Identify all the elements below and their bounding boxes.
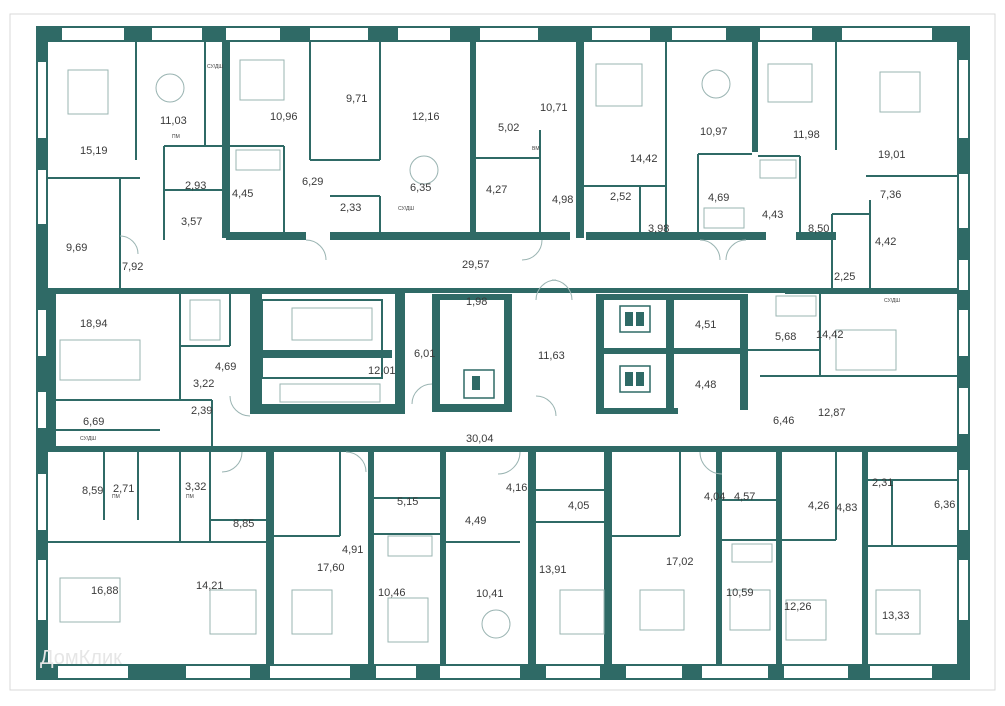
room-area-label: 14,42: [630, 153, 658, 165]
room-area-label: 5,02: [498, 122, 519, 134]
partitions: [48, 42, 957, 547]
elevator-cabins: [463, 305, 651, 399]
room-area-label: 4,51: [695, 319, 716, 331]
elevator-icon: [472, 312, 644, 390]
room-area-label: 4,57: [734, 491, 755, 503]
room-area-label: 19,01: [878, 149, 906, 161]
room-area-label: 9,71: [346, 93, 367, 105]
room-area-label: 9,69: [66, 242, 87, 254]
room-area-label: 8,85: [233, 518, 254, 530]
room-area-label: 6,36: [934, 499, 955, 511]
room-area-label: 10,59: [726, 587, 754, 599]
room-area-label: 10,71: [540, 102, 568, 114]
corridor-upper-area: 29,57: [462, 259, 490, 271]
room-area-label: 8,59: [82, 485, 103, 497]
corridor-lower-area: 30,04: [466, 433, 494, 445]
room-area-label: 4,42: [875, 236, 896, 248]
room-area-label: 13,91: [539, 564, 567, 576]
room-area-label: 5,68: [775, 331, 796, 343]
room-area-label: 6,01: [414, 348, 435, 360]
room-area-label: 4,69: [215, 361, 236, 373]
room-area-label: 15,19: [80, 145, 108, 157]
room-area-label: 4,48: [695, 379, 716, 391]
room-area-label: 2,52: [610, 191, 631, 203]
room-area-label: 2,33: [340, 202, 361, 214]
fixture-label-su: СУ/ДШ: [884, 298, 900, 304]
room-area-label: 11,63: [538, 350, 565, 362]
room-area-label: 4,04: [704, 491, 725, 503]
fixture-label-pm: ПМ: [112, 494, 120, 500]
fixture-label-su: СУ/ДШ: [80, 436, 96, 442]
stairwell: [261, 299, 392, 403]
room-area-label: 10,46: [378, 587, 406, 599]
room-area-label: 7,92: [122, 261, 143, 273]
room-area-label: 13,33: [882, 610, 910, 622]
room-area-label: 3,98: [648, 223, 669, 235]
room-area-label: 4,45: [232, 188, 253, 200]
room-area-label: 3,57: [181, 216, 202, 228]
interior-walls: [48, 42, 957, 664]
fixture-label-vm: ВМ: [532, 146, 540, 152]
room-area-label: 8,50: [808, 223, 829, 235]
room-area-label: 12,87: [818, 407, 846, 419]
room-area-label: 10,41: [476, 588, 504, 600]
room-area-label: 12,16: [412, 111, 440, 123]
room-area-label: 4,83: [836, 502, 857, 514]
room-area-label: 2,31: [872, 477, 893, 489]
room-area-label: 2,39: [191, 405, 212, 417]
room-area-label: 10,97: [700, 126, 728, 138]
fixture-label-su: СУ/ДШ: [398, 206, 414, 212]
room-area-label: 6,46: [773, 415, 794, 427]
fixture-label-pm: ПМ: [172, 134, 180, 140]
room-area-label: 3,32: [185, 481, 206, 493]
room-area-label: 2,93: [185, 180, 206, 192]
room-area-label: 14,42: [816, 329, 844, 341]
room-area-label: 4,27: [486, 184, 507, 196]
room-area-label: 10,96: [270, 111, 298, 123]
room-labels: 15,19 11,03 10,96 9,71 12,16 10,71 5,02 14,42 10…: [66, 93, 955, 622]
room-area-label: 5,15: [397, 496, 418, 508]
room-area-label: 4,16: [506, 482, 527, 494]
door-swings: [119, 235, 747, 475]
room-area-label: 18,94: [80, 318, 108, 330]
site-outline: [9, 13, 996, 691]
windows: [38, 28, 968, 678]
room-area-label: 4,49: [465, 515, 486, 527]
room-area-label: 6,29: [302, 176, 323, 188]
room-area-label: 14,21: [196, 580, 224, 592]
room-area-label: 4,69: [708, 192, 729, 204]
room-area-label: 11,98: [793, 129, 820, 141]
fixture-labels: СУ/ДШ ПМ СУ/ДШ СУ/ДШ СУ/ДШ ПМ ПМ ВМ: [80, 64, 900, 500]
room-area-label: 1,98: [466, 296, 487, 308]
room-area-label: 17,60: [317, 562, 345, 574]
room-area-label: 6,69: [83, 416, 104, 428]
fixture-label-su: СУ/ДШ: [207, 64, 223, 70]
room-area-label: 16,88: [91, 585, 119, 597]
room-area-label: 6,35: [410, 182, 431, 194]
room-area-label: 2,71: [113, 483, 134, 495]
room-area-label: 4,05: [568, 500, 589, 512]
room-area-label: 4,26: [808, 500, 829, 512]
room-area-label: 17,02: [666, 556, 694, 568]
watermark: ДомКлик: [40, 647, 122, 669]
fixture-label-pm: ПМ: [186, 494, 194, 500]
room-area-label: 2,25: [834, 271, 855, 283]
room-area-label: 3,22: [193, 378, 214, 390]
room-area-label: 12,26: [784, 601, 812, 613]
room-area-label: 4,98: [552, 194, 573, 206]
room-area-label: 4,91: [342, 544, 363, 556]
room-area-label: 12,01: [368, 365, 396, 377]
room-area-label: 11,03: [160, 115, 187, 127]
room-area-label: 7,36: [880, 189, 901, 201]
room-area-label: 4,43: [762, 209, 783, 221]
furniture: [59, 59, 921, 643]
